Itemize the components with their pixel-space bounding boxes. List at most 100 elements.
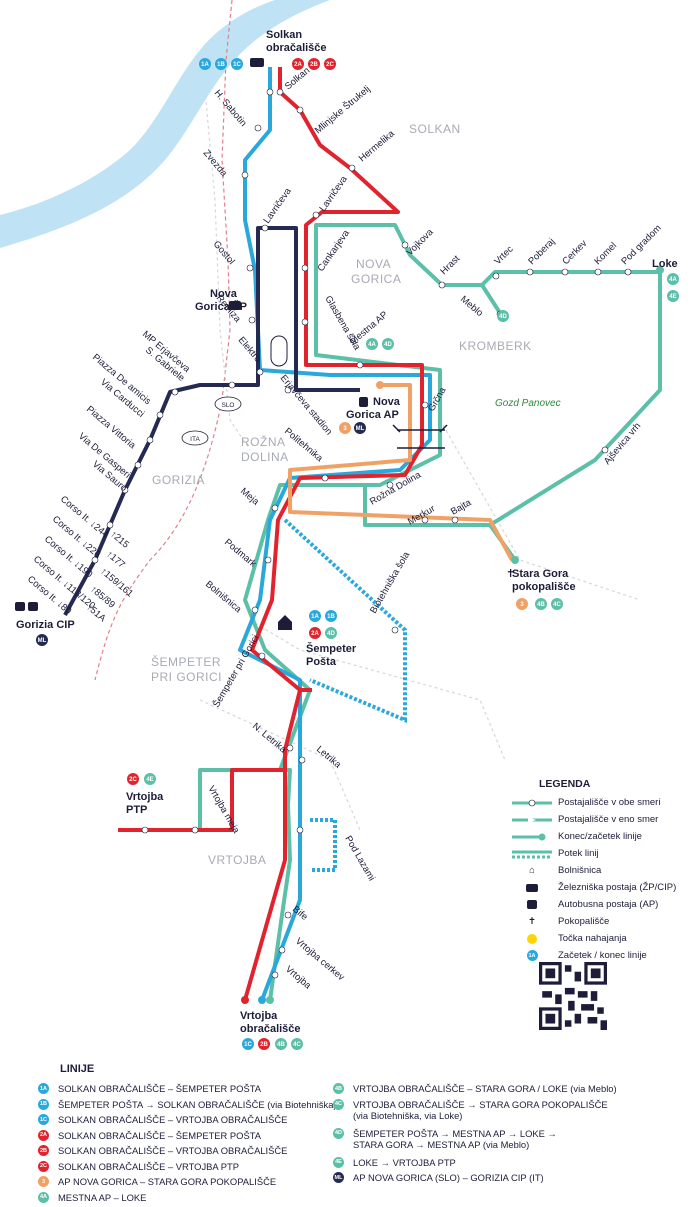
svg-text:4C: 4C <box>293 1042 301 1048</box>
line-badge: 1A <box>38 1083 49 1094</box>
line-badge: ML <box>333 1172 344 1183</box>
line-entry: 1A SOLKAN OBRAČALIŠČE – ŠEMPETER POŠTA <box>38 1083 337 1099</box>
line-entry: 3 AP NOVA GORICA – STARA GORA POKOPALIŠČE <box>38 1176 337 1192</box>
border-markers: SLO ITA <box>182 397 241 445</box>
svg-text:SLO: SLO <box>221 402 234 409</box>
area-label: SOLKAN <box>409 122 461 136</box>
corso-labels: Corso It. ↓244 Corso It. ↓226 Corso It. … <box>25 494 135 625</box>
svg-text:Mlinjske Štrukelj: Mlinjske Štrukelj <box>313 84 373 137</box>
line-badge: 4E <box>333 1157 344 1168</box>
svg-text:1C: 1C <box>244 1042 252 1048</box>
svg-text:4D: 4D <box>384 342 392 348</box>
lines-title: LINIJE <box>60 1063 94 1075</box>
svg-text:2B: 2B <box>310 62 318 68</box>
area-label: KROMBERK <box>459 339 532 353</box>
train-icon <box>525 883 539 893</box>
roundabout-icon <box>271 336 287 366</box>
svg-text:2B: 2B <box>260 1042 268 1048</box>
qr-code[interactable] <box>539 962 607 1030</box>
line-badge: 4B <box>333 1083 344 1094</box>
svg-text:Pod Lazami: Pod Lazami <box>342 834 377 883</box>
line-description: SOLKAN OBRAČALIŠČE – ŠEMPETER POŠTA <box>58 1130 261 1141</box>
svg-text:Bajta: Bajta <box>449 497 474 518</box>
line-description: AP NOVA GORICA – STARA GORA POKOPALIŠČE <box>58 1176 276 1187</box>
svg-text:Stara Gora: Stara Gora <box>512 568 569 580</box>
map-legend: LEGENDA Postajališče v obe smeri Postaja… <box>510 778 695 964</box>
svg-text:4A: 4A <box>368 342 376 348</box>
legend-item: ⌂Bolnišnica <box>510 862 695 879</box>
svg-text:↑215: ↑215 <box>108 529 131 551</box>
legend-item: Konec/začetek linije <box>510 828 695 845</box>
area-label: DOLINA <box>241 450 289 464</box>
svg-text:Lavričeva: Lavričeva <box>261 186 294 226</box>
cemetery-icon: ✝ <box>506 568 515 580</box>
svg-text:Hrast: Hrast <box>438 253 462 277</box>
svg-text:4E: 4E <box>669 294 676 300</box>
svg-text:Letrika: Letrika <box>314 744 343 771</box>
svg-text:Komel: Komel <box>592 240 619 267</box>
svg-text:4B: 4B <box>537 602 545 608</box>
svg-text:Loke: Loke <box>652 258 678 270</box>
svg-text:Cerkev: Cerkev <box>560 238 589 267</box>
svg-text:4A: 4A <box>669 277 677 283</box>
line-description: SOLKAN OBRAČALIŠČE – ŠEMPETER POŠTA <box>58 1083 261 1094</box>
line-badge: 4C <box>333 1099 344 1110</box>
line-badge: 4D <box>333 1128 344 1139</box>
svg-text:Meja: Meja <box>238 486 261 508</box>
line-entry: 4C VRTOJBA OBRAČALIŠČE → STARA GORA POKOP… <box>333 1099 617 1128</box>
svg-text:Meblo: Meblo <box>458 294 485 319</box>
legend-item: Autobusna postaja (AP) <box>510 896 695 913</box>
bus-icon <box>526 899 538 910</box>
cemetery-icon: ✝ <box>510 916 554 927</box>
svg-text:Nova: Nova <box>210 288 238 300</box>
line-description: SOLKAN OBRAČALIŠČE – VRTOJBA OBRAČALIŠČE <box>58 1145 287 1156</box>
svg-text:1B: 1B <box>217 62 225 68</box>
svg-text:Biotehniška šola: Biotehniška šola <box>368 549 412 615</box>
svg-text:Bolnišnica: Bolnišnica <box>203 579 244 616</box>
svg-text:2A: 2A <box>294 62 302 68</box>
line-description: SOLKAN OBRAČALIŠČE – VRTOJBA PTP <box>58 1161 239 1172</box>
svg-text:Vrtojba: Vrtojba <box>126 791 164 803</box>
svg-text:Zvezda: Zvezda <box>201 148 230 179</box>
line-description: VRTOJBA OBRAČALIŠČE → STARA GORA POKOPAL… <box>353 1099 608 1121</box>
area-label: VRTOJBA <box>208 853 266 867</box>
svg-text:Lavričeva: Lavričeva <box>317 174 350 214</box>
bus-icon <box>28 397 368 611</box>
line-badge: 4A <box>38 1192 49 1203</box>
area-label: ROŽNA <box>241 434 286 449</box>
svg-text:2C: 2C <box>326 62 334 68</box>
line-badge: 3 <box>38 1176 49 1187</box>
svg-text:PTP: PTP <box>126 804 147 816</box>
svg-text:Šempeter: Šempeter <box>306 642 357 655</box>
legend-item: Postajališče v eno smer <box>510 811 695 828</box>
svg-text:H. Sabotin: H. Sabotin <box>212 88 249 129</box>
svg-text:Vrtojba: Vrtojba <box>240 1010 278 1022</box>
line-description: SOLKAN OBRAČALIŠČE – VRTOJBA OBRAČALIŠČE <box>58 1114 287 1125</box>
line-description: LOKE → VRTOJBA PTP <box>353 1157 456 1168</box>
svg-text:4C: 4C <box>553 602 561 608</box>
svg-text:1C: 1C <box>233 62 241 68</box>
line-description: ŠEMPETER POŠTA → SOLKAN OBRAČALIŠČE (via… <box>58 1099 337 1110</box>
svg-text:4D: 4D <box>499 314 507 320</box>
line-entry: 4E LOKE → VRTOJBA PTP <box>333 1157 617 1173</box>
svg-text:1A: 1A <box>311 614 319 620</box>
svg-text:Erjavčeva stadion: Erjavčeva stadion <box>278 373 335 438</box>
svg-text:1A: 1A <box>201 62 209 68</box>
legend-item: ✝Pokopališče <box>510 913 695 930</box>
route-blue-dotted <box>285 520 405 870</box>
svg-text:obračališče: obračališče <box>240 1023 301 1035</box>
location-dot-icon <box>526 933 538 945</box>
hospital-icon: ⌂ <box>510 865 554 876</box>
svg-text:Solkan: Solkan <box>266 29 302 41</box>
svg-text:Gorica AP: Gorica AP <box>346 409 399 421</box>
svg-text:ITA: ITA <box>190 436 200 443</box>
area-label: GORICA <box>351 272 401 286</box>
